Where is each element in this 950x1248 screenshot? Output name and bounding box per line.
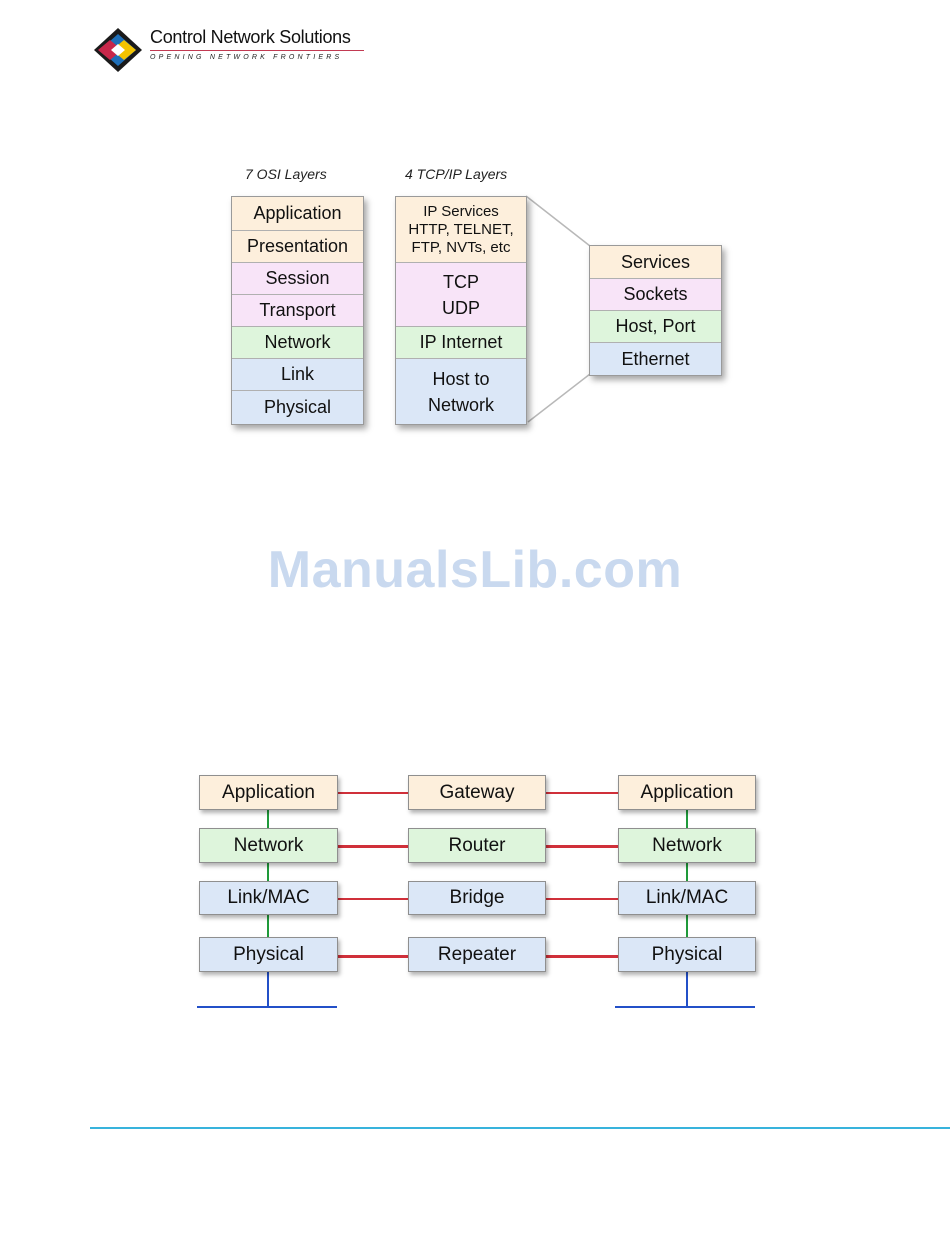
tcpip-host-line: Network: [427, 394, 494, 415]
middle-device: Router: [408, 828, 546, 863]
figure-network-devices: Application Network Link/MAC Physical Ga…: [0, 760, 950, 1020]
left-stack-layer: Physical: [199, 937, 338, 972]
peer-link: [546, 898, 618, 900]
detail-layer: Services: [590, 246, 721, 278]
tcpip-stack: IP Services HTTP, TELNET, FTP, NVTs, etc…: [395, 196, 527, 425]
tcpip-host-layer: Host to Network: [396, 358, 526, 424]
medium-line: [615, 1006, 755, 1008]
tcpip-services-line: FTP, NVTs, etc: [411, 238, 511, 256]
right-stack-layer: Network: [618, 828, 756, 863]
right-stack-layer: Physical: [618, 937, 756, 972]
detail-layer: Sockets: [590, 278, 721, 310]
medium-line: [197, 1006, 337, 1008]
detail-layer: Host, Port: [590, 310, 721, 342]
right-stack-layer: Application: [618, 775, 756, 810]
tcpip-services-line: HTTP, TELNET,: [408, 220, 514, 238]
tcpip-title: 4 TCP/IP Layers: [405, 166, 508, 182]
osi-stack: Application Presentation Session Transpo…: [231, 196, 364, 425]
peer-link: [546, 792, 618, 794]
peer-link: [546, 955, 618, 958]
left-stack-layer: Application: [199, 775, 338, 810]
tcpip-transport-line: TCP: [443, 271, 479, 292]
right-stack-layer: Link/MAC: [618, 881, 756, 915]
peer-link: [546, 845, 618, 848]
peer-link: [338, 898, 408, 900]
left-stack-layer: Network: [199, 828, 338, 863]
stack-connector: [267, 863, 269, 883]
osi-layer: Link: [232, 358, 363, 390]
brand-name: Control Network Solutions: [150, 27, 351, 47]
stack-connector: [267, 915, 269, 937]
peer-link: [338, 792, 408, 794]
left-stack-layer: Link/MAC: [199, 881, 338, 915]
tcpip-internet-layer: IP Internet: [396, 326, 526, 358]
osi-layer: Transport: [232, 294, 363, 326]
middle-device: Repeater: [408, 937, 546, 972]
osi-layer: Physical: [232, 390, 363, 424]
figure-osi-tcpip: 7 OSI Layers 4 TCP/IP Layers Application…: [0, 0, 950, 450]
tcpip-host-line: Host to: [432, 368, 490, 389]
detail-stack: Services Sockets Host, Port Ethernet: [589, 245, 722, 376]
medium-drop: [267, 972, 269, 1007]
zoom-connector: [525, 195, 591, 423]
peer-link: [338, 845, 408, 848]
stack-connector: [267, 810, 269, 830]
footer-rule: [90, 1127, 950, 1129]
medium-drop: [686, 972, 688, 1007]
brand-tagline: OPENING NETWORK FRONTIERS: [150, 54, 343, 61]
company-logo: [90, 26, 150, 74]
tcpip-transport-layer: TCP UDP: [396, 262, 526, 326]
osi-title: 7 OSI Layers: [245, 166, 327, 182]
osi-layer: Network: [232, 326, 363, 358]
tcpip-services-layer: IP Services HTTP, TELNET, FTP, NVTs, etc: [396, 197, 526, 262]
stack-connector: [686, 915, 688, 937]
watermark: ManualsLib.com: [267, 541, 683, 599]
tcpip-services-line: IP Services: [423, 202, 499, 220]
detail-layer: Ethernet: [590, 342, 721, 375]
peer-link: [338, 955, 408, 958]
middle-device: Bridge: [408, 881, 546, 915]
stack-connector: [686, 863, 688, 883]
osi-layer: Application: [232, 197, 363, 230]
middle-device: Gateway: [408, 775, 546, 810]
tcpip-transport-line: UDP: [441, 297, 480, 318]
brand-rule: [150, 50, 364, 51]
osi-layer: Session: [232, 262, 363, 294]
osi-layer: Presentation: [232, 230, 363, 262]
stack-connector: [686, 810, 688, 830]
